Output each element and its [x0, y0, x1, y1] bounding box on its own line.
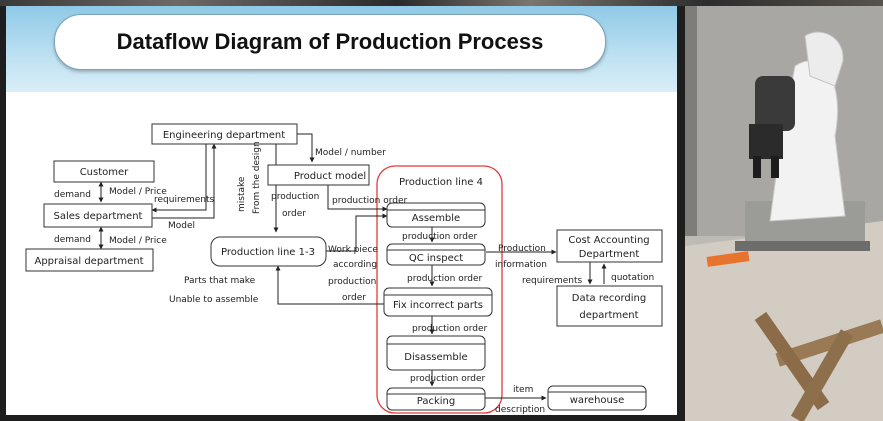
- flow-production-order-3: production order: [412, 324, 487, 334]
- label-assemble: Assemble: [412, 213, 460, 224]
- top-photo-strip: [0, 0, 883, 6]
- flow-production-order-4: production order: [410, 374, 485, 384]
- dataflow-diagram: Engineering department Customer Sales de…: [6, 92, 677, 415]
- label-engineering: Engineering department: [163, 130, 285, 141]
- node-customer: [53, 160, 155, 183]
- flow-model-number: Model / number: [315, 148, 386, 158]
- arrow-model-to-assemble: [327, 185, 388, 212]
- title-banner: Dataflow Diagram of Production Process: [54, 14, 606, 70]
- arrow-sales-to-eng: [152, 143, 217, 219]
- arrow-eng-to-model: [297, 133, 315, 163]
- node-engineering: [151, 123, 298, 145]
- flow-model-price-1: Model / Price: [109, 187, 167, 197]
- arrow-pl13-to-assemble: [326, 213, 388, 252]
- flow-description: description: [495, 405, 545, 415]
- node-pl13: [210, 236, 327, 267]
- diagram-canvas: Engineering department Customer Sales de…: [25, 123, 663, 415]
- label-qc: QC inspect: [409, 253, 463, 264]
- flow-order: order: [282, 209, 306, 219]
- label-appraisal: Appraisal department: [34, 256, 143, 267]
- flow-work-piece: Work piece: [328, 245, 378, 255]
- label-pl4: Production line 4: [399, 177, 483, 188]
- flow-model: Model: [168, 221, 195, 231]
- label-cost-2: Department: [579, 249, 640, 260]
- node-appraisal: [25, 248, 154, 272]
- flow-production-2: production: [328, 277, 376, 287]
- arrow-eng-to-sales: [151, 144, 207, 213]
- node-product-model: [267, 164, 370, 186]
- flow-production-order-1: production order: [402, 232, 477, 242]
- flow-order-2: order: [342, 293, 366, 303]
- flow-unable-to-assemble: Unable to assemble: [169, 295, 259, 305]
- flow-production-info-2: information: [495, 260, 547, 270]
- flow-from-design: From the design: [252, 141, 262, 214]
- flow-mistake: mistake: [237, 176, 247, 212]
- label-customer: Customer: [80, 167, 129, 178]
- arrow-fix-to-pl13: [275, 265, 384, 305]
- label-data-1: Data recording: [572, 293, 646, 304]
- flow-requirements-2: requirements: [522, 276, 583, 286]
- flow-parts-that-make: Parts that make: [184, 276, 256, 286]
- flow-production-order-2: production order: [407, 274, 482, 284]
- label-cost-1: Cost Accounting: [568, 235, 649, 246]
- label-data-2: department: [579, 310, 638, 321]
- slide-title: Dataflow Diagram of Production Process: [116, 29, 544, 54]
- node-data: [556, 285, 663, 327]
- flow-item: item: [513, 385, 533, 395]
- node-qc: [386, 243, 486, 266]
- label-sales: Sales department: [54, 211, 143, 222]
- flow-demand-2: demand: [54, 235, 91, 245]
- flow-quotation: quotation: [611, 273, 654, 283]
- robot-arm-photo: [685, 6, 883, 421]
- flow-model-price-2: Model / Price: [109, 236, 167, 246]
- slide-header: Dataflow Diagram of Production Process: [6, 6, 677, 92]
- flow-production: production: [271, 192, 319, 202]
- node-sales: [43, 203, 153, 228]
- flow-production-info-1: Production: [498, 244, 546, 254]
- flow-requirements-1: requirements: [154, 195, 215, 205]
- production-line-4-group: [376, 165, 503, 414]
- label-pl13: Production line 1-3: [221, 247, 315, 258]
- flow-demand-1: demand: [54, 190, 91, 200]
- label-packing: Packing: [417, 396, 455, 407]
- flow-according: according: [333, 260, 377, 270]
- flow-production-order-top: production order: [332, 196, 407, 206]
- label-product-model: Product model: [294, 171, 366, 182]
- label-warehouse: warehouse: [570, 395, 625, 406]
- label-fix: Fix incorrect parts: [393, 300, 483, 311]
- label-disassemble: Disassemble: [404, 352, 467, 363]
- node-cost: [556, 229, 663, 263]
- presentation-slide: Dataflow Diagram of Production Process: [6, 6, 677, 415]
- node-assemble: [386, 202, 486, 228]
